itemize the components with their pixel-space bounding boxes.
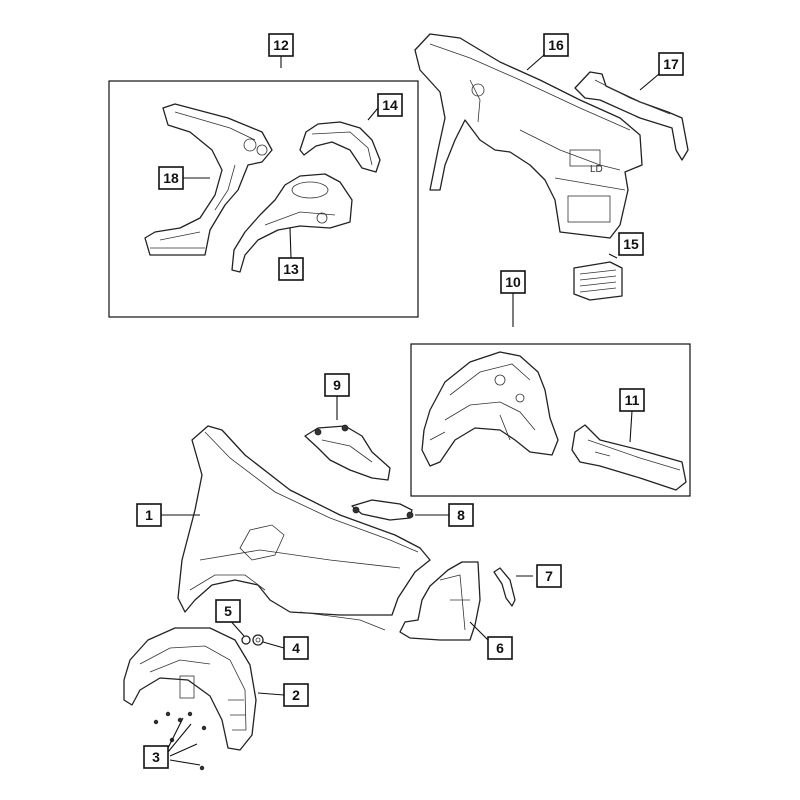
svg-text:LD: LD (590, 164, 603, 175)
part-rear-structure: LD (414, 33, 643, 239)
callout-16: 16 (543, 33, 569, 57)
svg-text:16: 16 (548, 37, 564, 53)
svg-text:7: 7 (545, 568, 553, 584)
part-frame-rail-extension (571, 424, 687, 491)
part-lower-extension (399, 561, 481, 641)
callout-3: 3 (143, 745, 169, 769)
callout-13: 13 (278, 257, 304, 281)
callout-8: 8 (448, 503, 474, 527)
part-moulding-strip (493, 567, 516, 607)
svg-text:1: 1 (145, 507, 153, 523)
part-quarter-bracket (304, 424, 391, 481)
callout-6: 6 (487, 636, 513, 660)
part-fastener-5 (241, 635, 251, 645)
part-wheelhouse-inner-upper (299, 121, 381, 173)
svg-text:17: 17 (663, 56, 679, 72)
svg-text:2: 2 (292, 687, 300, 703)
part-push-pins (153, 711, 207, 771)
svg-text:13: 13 (283, 261, 299, 277)
callout-17: 17 (658, 52, 684, 76)
callout-4: 4 (283, 636, 309, 660)
part-quarter-inner-panel (144, 103, 273, 256)
callout-1: 1 (136, 503, 162, 527)
callout-11: 11 (619, 388, 645, 412)
callout-15: 15 (618, 232, 644, 256)
svg-text:5: 5 (224, 603, 232, 619)
part-wheelhouse-outer (231, 173, 353, 273)
callout-18: 18 (158, 166, 184, 190)
part-small-bracket (351, 499, 414, 521)
callout-5: 5 (215, 599, 241, 623)
part-rear-rail-bracket (574, 71, 689, 161)
part-vent-grille (573, 261, 623, 301)
callout-10: 10 (500, 270, 526, 294)
svg-text:15: 15 (623, 236, 639, 252)
svg-text:18: 18 (163, 170, 179, 186)
svg-text:6: 6 (496, 640, 504, 656)
svg-text:11: 11 (625, 392, 640, 408)
svg-text:9: 9 (333, 377, 341, 393)
group-frame-10 (410, 343, 691, 497)
svg-text:10: 10 (505, 274, 521, 290)
part-quarter-panel (177, 425, 431, 631)
svg-text:14: 14 (382, 97, 398, 113)
svg-text:8: 8 (457, 507, 465, 523)
callout-9: 9 (324, 373, 350, 397)
callout-2: 2 (283, 683, 309, 707)
callout-12: 12 (268, 33, 294, 57)
svg-text:12: 12 (273, 37, 289, 53)
svg-text:4: 4 (292, 640, 300, 656)
callout-7: 7 (536, 564, 562, 588)
part-wheelhouse-liner (123, 627, 257, 751)
svg-text:3: 3 (152, 749, 160, 765)
part-wheelhouse-inner-assembly (421, 351, 559, 467)
callout-14: 14 (377, 93, 403, 117)
part-fastener-4 (252, 634, 264, 646)
group-frame-12 (108, 80, 419, 318)
